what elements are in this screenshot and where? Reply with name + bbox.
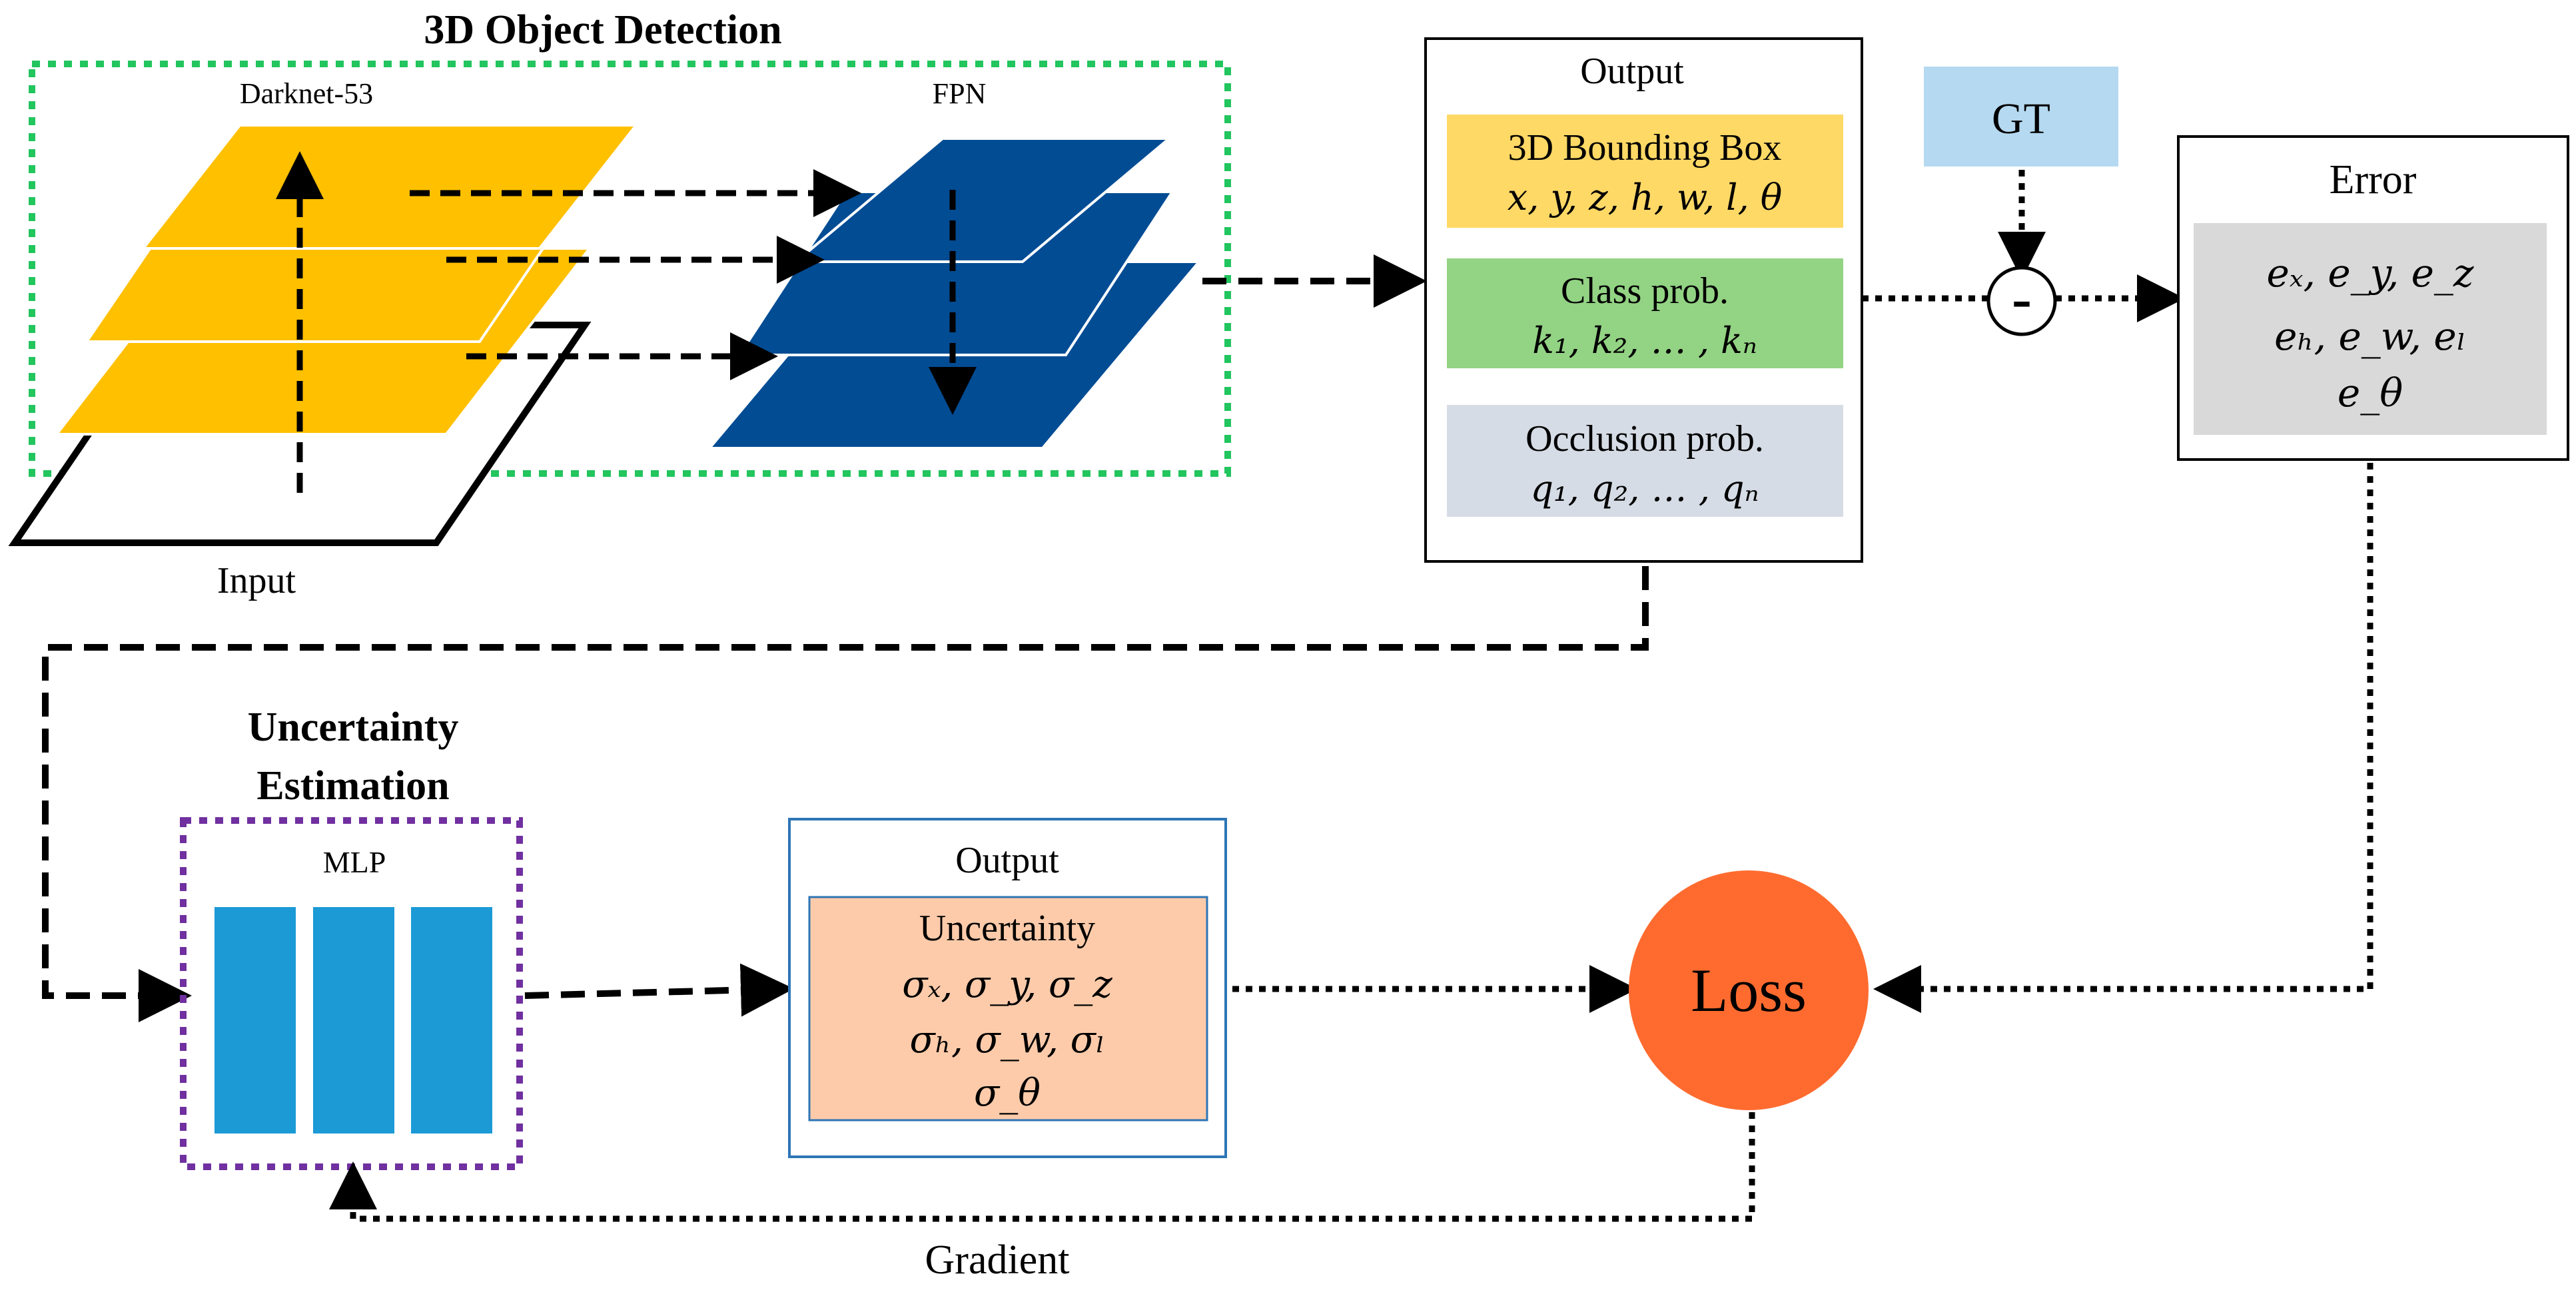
output-bottom-title: Output: [955, 840, 1059, 881]
occlusion-title: Occlusion prob.: [1525, 418, 1764, 460]
error-line-3: e_θ: [2338, 370, 2403, 416]
input-label: Input: [217, 560, 296, 601]
loss-label: Loss: [1691, 956, 1807, 1024]
backbone-label: Darknet-53: [240, 77, 373, 110]
error-panel: [2194, 223, 2547, 435]
error-title: Error: [2330, 157, 2417, 202]
backbone-layer-1: [140, 124, 640, 250]
occlusion-vars: q₁, q₂, … , qₙ: [1530, 468, 1759, 509]
fpn-label: FPN: [933, 77, 987, 110]
sigma-line-1: σₓ, σ_y, σ_z: [902, 963, 1112, 1006]
mlp-layer-2: [313, 907, 394, 1133]
gt-box: [1924, 67, 2118, 166]
error-line-1: eₓ, e_y, e_z: [2267, 250, 2474, 296]
class-title: Class prob.: [1561, 270, 1729, 312]
class-vars: k₁, k₂, … , kₙ: [1532, 320, 1757, 362]
error-line-2: eₕ, e_w, eₗ: [2274, 314, 2466, 359]
subtract-symbol: -: [2012, 266, 2032, 332]
output-top-title: Output: [1580, 51, 1684, 92]
uncertainty-title-line-2: Estimation: [256, 763, 449, 808]
detection-border: [29, 61, 1231, 477]
fpn-layer-1-fill: [792, 137, 1173, 263]
occlusion-panel: [1447, 405, 1843, 517]
uncertainty-panel: [808, 896, 1208, 1122]
uncertainty-title-line-1: Uncertainty: [248, 705, 459, 750]
mlp-to-output-arrow: [524, 963, 794, 1017]
sigma-line-2: σₕ, σ_w, σₗ: [910, 1018, 1105, 1062]
sigma-line-3: σ_θ: [974, 1072, 1041, 1115]
bbox-panel: [1447, 115, 1843, 228]
mlp-layer-3: [411, 907, 492, 1133]
gradient-path: [329, 1112, 1755, 1222]
error-to-loss-path: [1873, 463, 2373, 1013]
gradient-label: Gradient: [925, 1237, 1070, 1283]
bbox-title: 3D Bounding Box: [1508, 127, 1782, 168]
bbox-vars: x, y, z, h, w, l, θ: [1507, 176, 1783, 218]
gt-label: GT: [1992, 95, 2050, 143]
uncertainty-panel-title: Uncertainty: [919, 908, 1095, 949]
output-to-mlp-path: [42, 566, 1649, 1022]
class-panel: [1447, 258, 1843, 368]
loss-node: [1629, 870, 1869, 1110]
mlp-label: MLP: [323, 845, 386, 879]
detection-title: 3D Object Detection: [424, 7, 781, 53]
mlp-layer-1: [215, 907, 296, 1133]
